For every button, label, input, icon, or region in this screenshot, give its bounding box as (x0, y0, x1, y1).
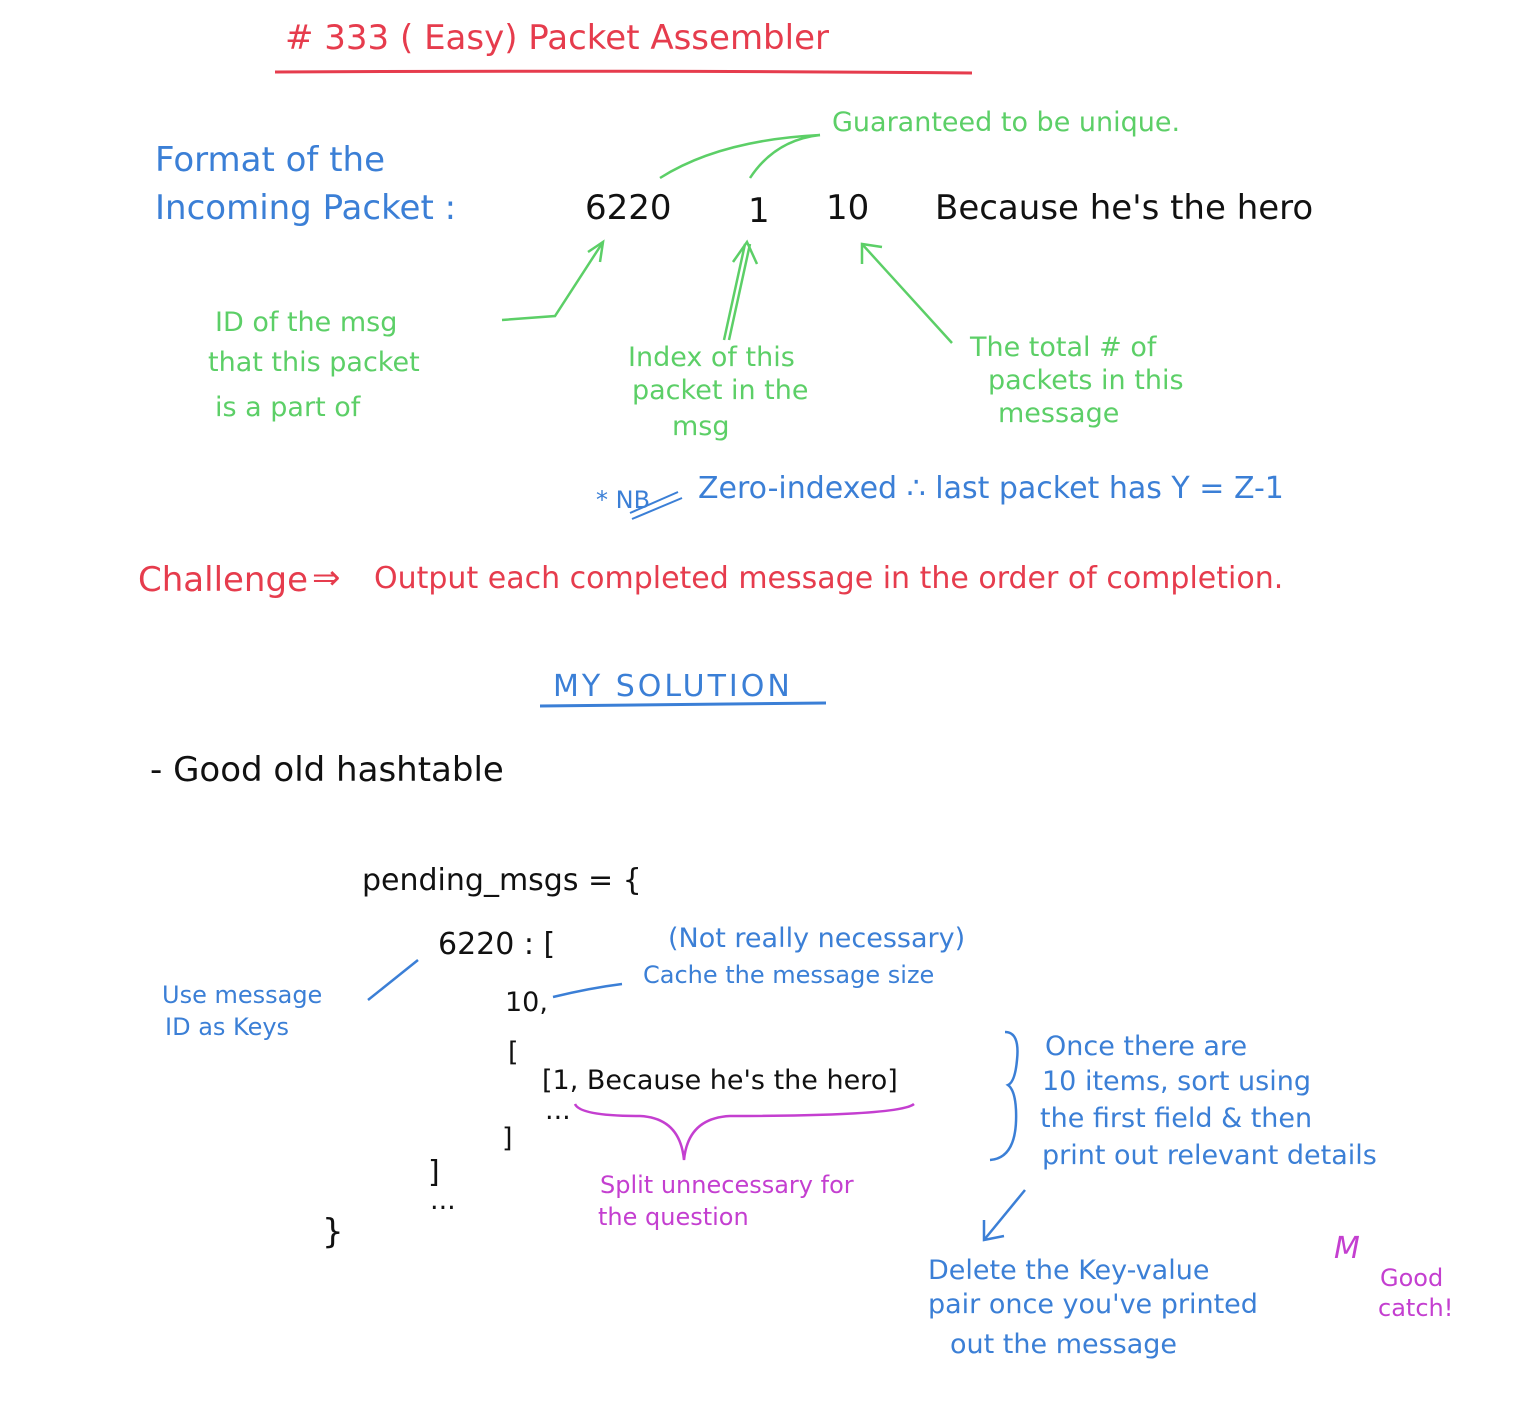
keys-pointer (367, 959, 419, 1001)
solution-heading: MY SOLUTION (553, 669, 793, 704)
packet-index: 1 (748, 191, 770, 231)
code-line9: ... (430, 1185, 456, 1216)
note-delete-line2: pair once you've printed (928, 1289, 1258, 1320)
review-initials: M (1334, 1231, 1360, 1266)
msg-id-arrow (501, 241, 605, 322)
review-good-catch-line2: catch! (1378, 1294, 1454, 1322)
solution-underline (539, 701, 827, 708)
code-line6: ... (545, 1095, 571, 1126)
note-sort-line3: the first field & then (1040, 1103, 1313, 1134)
title-underline (274, 69, 973, 75)
format-label-line1: Format of the (155, 140, 385, 180)
code-line8: ] (428, 1155, 440, 1190)
challenge-label: Challenge (138, 560, 308, 600)
page-title: # 333 ( Easy) Packet Assembler (285, 18, 829, 58)
annotation-msg-id-line3: is a part of (215, 392, 361, 423)
unique-line-1 (659, 133, 821, 180)
delete-arrowhead (982, 1220, 1005, 1242)
annotation-total-line1: The total # of (970, 332, 1157, 363)
total-arrowhead (860, 242, 883, 264)
solution-bullet: - Good old hashtable (150, 750, 504, 790)
nb-underline-1 (629, 491, 679, 514)
note-sort-line1: Once there are (1045, 1031, 1248, 1062)
annotation-index-line3: msg (672, 411, 730, 442)
code-line3: 10, (505, 987, 548, 1018)
challenge-arrow: ⇒ (312, 558, 341, 598)
sort-brace (989, 1030, 1019, 1162)
code-line7: ] (502, 1123, 513, 1154)
code-line2: 6220 : [ (438, 927, 556, 962)
format-label-line2: Incoming Packet : (155, 188, 457, 228)
packet-text: Because he's the hero (935, 188, 1314, 228)
challenge-text: Output each completed message in the ord… (374, 561, 1284, 596)
note-not-necessary: (Not really necessary) (668, 923, 966, 954)
index-arrow-1 (722, 243, 747, 341)
annotation-total-line2: packets in this (988, 365, 1184, 396)
nb-underline-2 (631, 497, 683, 520)
note-keys-line2: ID as Keys (165, 1013, 290, 1041)
note-keys-line1: Use message (162, 981, 323, 1009)
annotation-unique: Guaranteed to be unique. (832, 107, 1181, 138)
review-good-catch-line1: Good (1380, 1264, 1444, 1292)
code-line4: [ (508, 1037, 519, 1068)
annotation-index-line2: packet in the (632, 375, 809, 406)
note-delete-line3: out the message (950, 1329, 1178, 1360)
note-sort-line4: print out relevant details (1042, 1140, 1377, 1171)
code-line10: } (322, 1212, 344, 1252)
cache-pointer (552, 982, 623, 999)
code-line1: pending_msgs = { (362, 863, 642, 898)
msg-id-arrowhead (587, 239, 605, 263)
annotation-msg-id-line2: that this packet (208, 347, 420, 378)
note-delete-line1: Delete the Key-value (928, 1255, 1210, 1286)
packet-msg-id: 6220 (585, 188, 672, 228)
split-brace (573, 1102, 915, 1161)
index-arrow-2 (727, 243, 752, 341)
annotation-index-line1: Index of this (628, 342, 795, 373)
annotation-total-line3: message (998, 398, 1120, 429)
review-split-line2: the question (598, 1203, 749, 1231)
index-arrowhead (731, 239, 759, 265)
unique-line-2 (748, 133, 821, 179)
note-cache-size: Cache the message size (643, 961, 935, 989)
total-arrow (861, 243, 953, 344)
delete-arrow (983, 1189, 1026, 1241)
packet-total: 10 (826, 188, 870, 228)
annotation-msg-id-line1: ID of the msg (215, 307, 398, 338)
nb-text: Zero-indexed ∴ last packet has Y = Z-1 (698, 471, 1284, 506)
review-split-line1: Split unnecessary for (600, 1171, 854, 1199)
code-line5: [1, Because he's the hero] (542, 1065, 898, 1096)
note-sort-line2: 10 items, sort using (1042, 1066, 1311, 1097)
